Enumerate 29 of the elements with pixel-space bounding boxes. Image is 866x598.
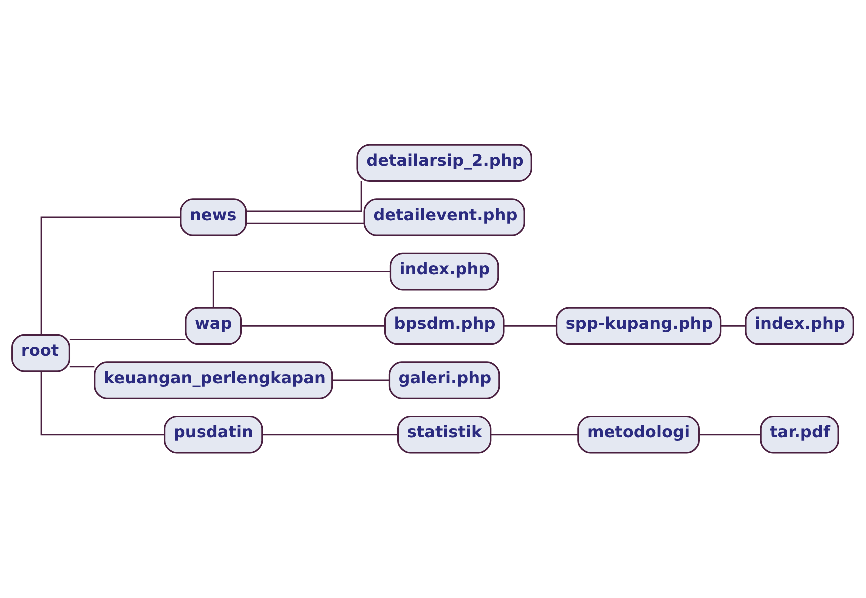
connector (40, 372, 165, 436)
connector (212, 271, 391, 308)
node-box: bpsdm.php (384, 307, 505, 346)
node-box: index.php (390, 252, 500, 291)
connector (40, 216, 181, 336)
node-box: spp-kupang.php (556, 307, 722, 346)
connector (491, 434, 578, 436)
node-box: tar.pdf (760, 416, 840, 454)
node-box: metodologi (578, 416, 700, 454)
connector (70, 339, 186, 340)
node-box: root (12, 334, 70, 372)
connector (246, 181, 362, 212)
node-box: pusdatin (164, 416, 264, 454)
connector (721, 325, 746, 327)
connector (246, 222, 364, 224)
node-box: news (180, 198, 248, 236)
node-box: detailevent.php (364, 198, 526, 236)
node-box: galeri.php (388, 362, 500, 400)
node-box: detailarsip_2.php (356, 144, 532, 182)
connector (241, 325, 386, 327)
node-box: index.php (745, 307, 854, 346)
connector (332, 380, 390, 382)
node-box: statistik (397, 416, 492, 454)
connector (504, 325, 556, 327)
node-box: keuangan_perlengkapan (94, 362, 334, 400)
connector (262, 434, 398, 436)
connector (699, 434, 762, 436)
node-box: wap (185, 307, 242, 346)
connector (70, 366, 95, 368)
